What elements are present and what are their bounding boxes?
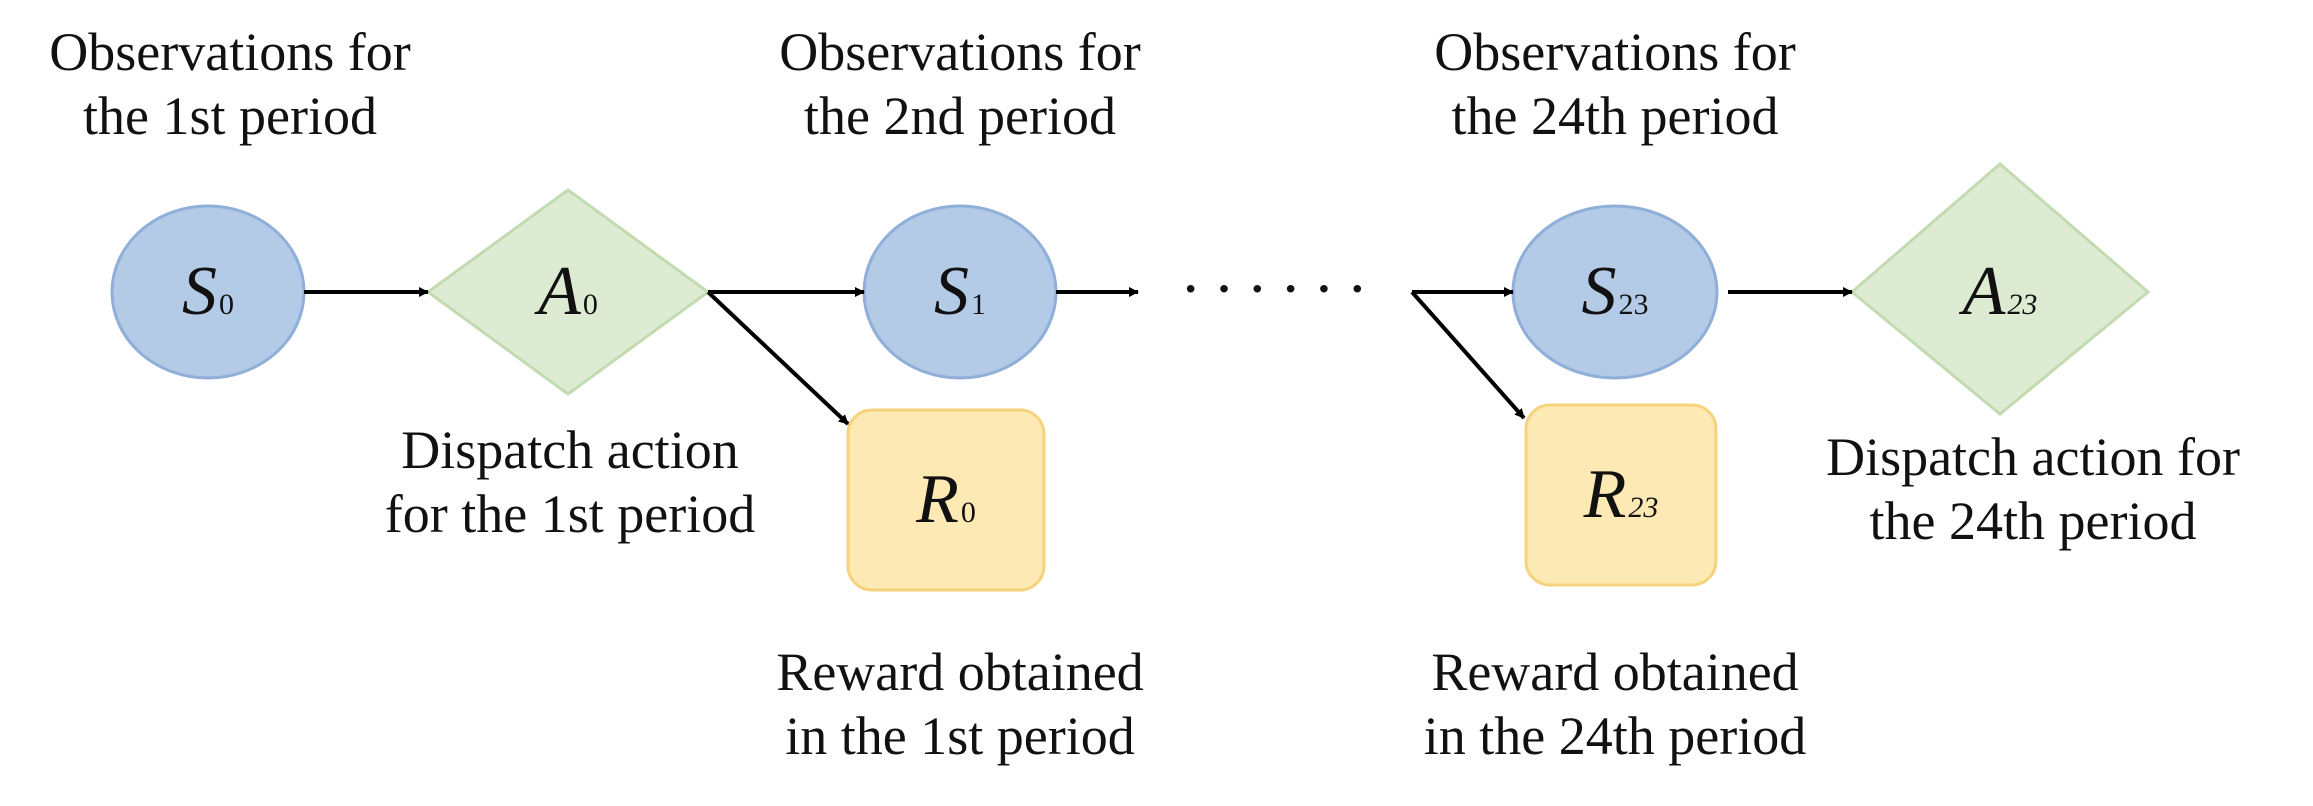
action-node-a0 (425, 188, 711, 396)
label-a23: A23 (1925, 252, 2075, 345)
label-s1-subscript: 1 (971, 288, 986, 321)
label-r23: R23 (1546, 455, 1696, 548)
edge-a0-r0 (706, 290, 850, 426)
caption-reward-1st-line1: Reward obtained (776, 642, 1144, 702)
caption-reward-1st: Reward obtained in the 1st period (710, 640, 1210, 768)
label-a23-subscript: 23 (2007, 288, 2038, 321)
label-r0: R0 (886, 460, 1006, 553)
caption-dispatch-1st: Dispatch action for the 1st period (320, 418, 820, 546)
caption-observations-24th: Observations for the 24th period (1385, 20, 1845, 148)
caption-dispatch-1st-line1: Dispatch action (401, 420, 739, 480)
label-r23-subscript: 23 (1628, 491, 1659, 524)
label-a23-symbol: A (1962, 253, 2006, 330)
label-s0-symbol: S (182, 253, 217, 330)
caption-observations-1st-line2: the 1st period (83, 86, 377, 146)
label-s23: S23 (1540, 252, 1690, 345)
label-s1-symbol: S (934, 253, 969, 330)
label-s23-symbol: S (1581, 253, 1617, 330)
caption-observations-1st: Observations for the 1st period (0, 20, 460, 148)
caption-dispatch-24th-line1: Dispatch action for (1826, 427, 2240, 487)
label-a0-symbol: A (538, 253, 581, 330)
label-s0: S0 (148, 252, 268, 345)
caption-reward-1st-line2: in the 1st period (785, 706, 1135, 766)
label-s23-subscript: 23 (1618, 288, 1649, 321)
caption-reward-24th: Reward obtained in the 24th period (1365, 640, 1865, 768)
label-r23-symbol: R (1583, 456, 1627, 533)
edge-ellipsis-r23 (1410, 290, 1526, 420)
caption-dispatch-1st-line2: for the 1st period (384, 484, 756, 544)
caption-reward-24th-line1: Reward obtained (1431, 642, 1799, 702)
caption-dispatch-24th: Dispatch action for the 24th period (1768, 425, 2298, 553)
caption-observations-24th-line1: Observations for (1434, 22, 1796, 82)
caption-observations-1st-line1: Observations for (49, 22, 411, 82)
label-a0: A0 (508, 252, 628, 345)
caption-observations-24th-line2: the 24th period (1451, 86, 1779, 146)
caption-observations-2nd-line2: the 2nd period (804, 86, 1116, 146)
action-node-a23 (1849, 162, 2151, 416)
label-r0-subscript: 0 (960, 496, 976, 529)
reward-node-r0 (846, 408, 1046, 592)
reward-node-r23 (1524, 403, 1718, 587)
caption-reward-24th-line2: in the 24th period (1423, 706, 1807, 766)
label-s1: S1 (900, 252, 1020, 345)
ellipsis-dots: ······ (1180, 253, 1380, 324)
label-a0-subscript: 0 (582, 288, 598, 321)
caption-dispatch-24th-line2: the 24th period (1869, 491, 2197, 551)
caption-observations-2nd: Observations for the 2nd period (730, 20, 1190, 148)
label-r0-symbol: R (916, 461, 959, 538)
caption-observations-2nd-line1: Observations for (779, 22, 1141, 82)
label-s0-subscript: 0 (219, 288, 234, 321)
